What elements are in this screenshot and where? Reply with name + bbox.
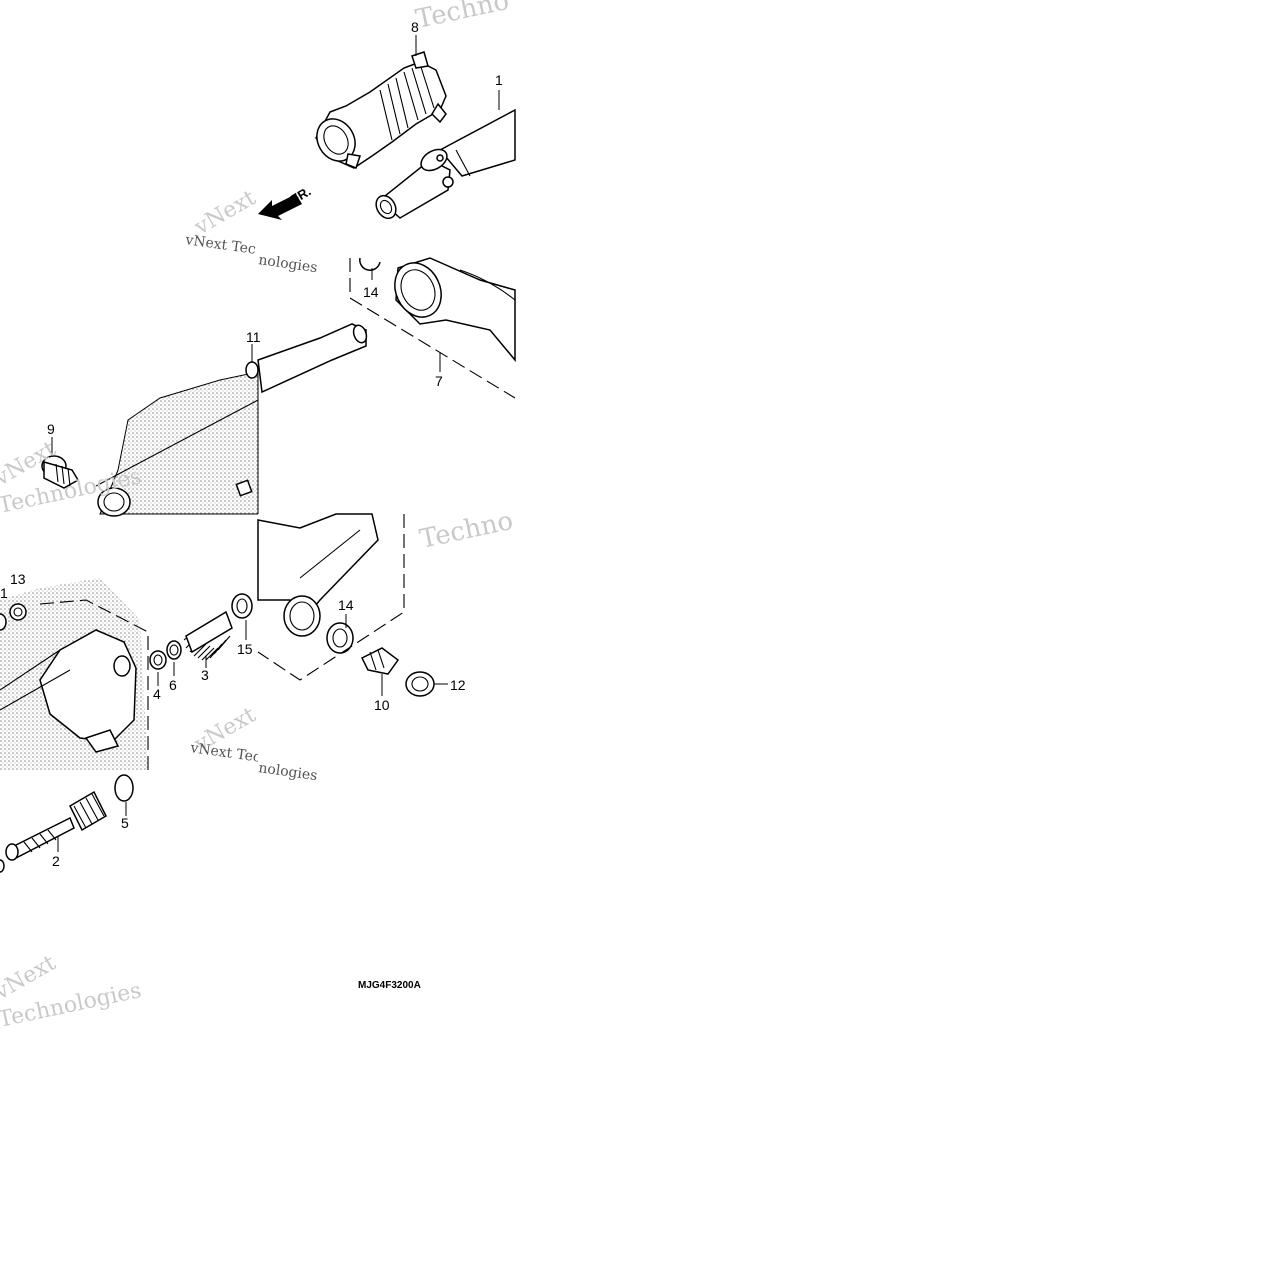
watermark-text: vNext Tec bbox=[188, 740, 261, 766]
bolt-9-part bbox=[41, 455, 80, 489]
boot-part bbox=[315, 51, 447, 169]
pinion-shaft-part bbox=[0, 790, 107, 873]
panel-middle-left: 9 11 vNext Technologies bbox=[0, 329, 261, 519]
spring-part bbox=[183, 610, 233, 661]
callout-2: 2 bbox=[52, 853, 60, 869]
panel-top: FR. 8 1 Techno vNext Tec vNext bbox=[183, 0, 516, 258]
callout-4: 4 bbox=[153, 686, 161, 702]
callout-11: 11 bbox=[246, 329, 261, 345]
watermark-text: vNext Tec bbox=[183, 232, 256, 258]
callout-15: 15 bbox=[237, 641, 253, 657]
figure-code: MJG4F3200A bbox=[358, 980, 421, 991]
callout-3: 3 bbox=[201, 667, 209, 683]
watermark-text: Techno bbox=[413, 0, 512, 35]
watermark-text: vNext bbox=[190, 185, 261, 240]
callout-5: 5 bbox=[121, 815, 129, 831]
callout-1: 1 bbox=[495, 72, 503, 88]
drive-shaft-part bbox=[375, 108, 516, 220]
callout-7: 7 bbox=[435, 373, 443, 389]
callout-6: 6 bbox=[169, 677, 177, 693]
svg-text:1: 1 bbox=[0, 585, 8, 601]
front-direction-arrow: FR. bbox=[258, 183, 313, 220]
panel-middle-right: nologies 14 7 bbox=[257, 252, 516, 514]
callout-9: 9 bbox=[47, 421, 55, 437]
panel-lower-middle: 4 6 3 15 14 10 12 Techno nologies bbox=[149, 506, 516, 784]
panel-bottom: 5 2 MJG4F3200A vNext Technologies bbox=[0, 774, 421, 1033]
callout-12: 12 bbox=[450, 677, 466, 693]
callout-10: 10 bbox=[374, 697, 390, 713]
panel-lower-left: 13 1 vNext vNext Tec bbox=[0, 571, 262, 770]
callout-13: 13 bbox=[10, 571, 26, 587]
callout-14-lower: 14 bbox=[338, 597, 354, 613]
callout-14-upper: 14 bbox=[363, 284, 379, 300]
callout-8: 8 bbox=[411, 19, 419, 35]
